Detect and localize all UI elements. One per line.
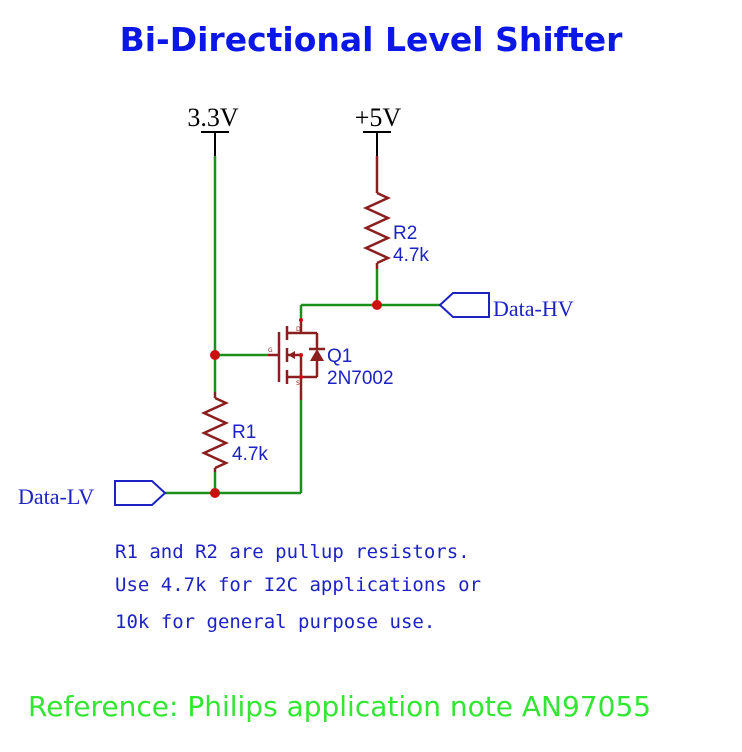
note-line: Use 4.7k for I2C applications or xyxy=(115,574,482,596)
junction-dot xyxy=(299,375,303,379)
resistor-r1 xyxy=(200,392,230,472)
resistor-r2 xyxy=(362,156,392,269)
reference-note: Reference: Philips application note AN97… xyxy=(28,690,652,723)
port-data-lv: Data-LV xyxy=(18,480,167,509)
diagram-title: Bi-Directional Level Shifter xyxy=(119,20,623,59)
r1-ref: R1 xyxy=(232,422,256,443)
note-line: 10k for general purpose use. xyxy=(115,611,436,633)
pin-drain-label: D xyxy=(296,326,301,333)
q1-part: 2N7002 xyxy=(327,368,394,389)
r2-value: 4.7k xyxy=(393,245,429,266)
mosfet-q1 xyxy=(268,320,325,400)
pin-source-label: S xyxy=(296,380,300,387)
junction-dot xyxy=(210,350,220,360)
q1-ref: Q1 xyxy=(327,346,352,367)
rail-3v3-label: 3.3V xyxy=(187,103,239,132)
junction-dot xyxy=(299,318,303,322)
junctions xyxy=(210,300,382,498)
r1-value: 4.7k xyxy=(232,444,268,465)
r2-ref: R2 xyxy=(393,223,417,244)
junction-dot xyxy=(299,353,303,357)
port-data-hv-label: Data-HV xyxy=(493,296,574,321)
pin-gate-label: G xyxy=(268,347,273,354)
port-data-lv-label: Data-LV xyxy=(18,484,94,509)
rail-5v-label: +5V xyxy=(355,103,402,132)
rail-3v3: 3.3V xyxy=(187,103,239,156)
port-data-hv: Data-HV xyxy=(438,292,574,321)
junction-dot xyxy=(372,300,382,310)
wires xyxy=(165,156,440,495)
junction-dot xyxy=(210,488,220,498)
mosfet-pin-labels: D G S xyxy=(268,326,301,387)
rail-5v: +5V xyxy=(355,103,402,156)
note-line: R1 and R2 are pullup resistors. xyxy=(115,541,470,563)
